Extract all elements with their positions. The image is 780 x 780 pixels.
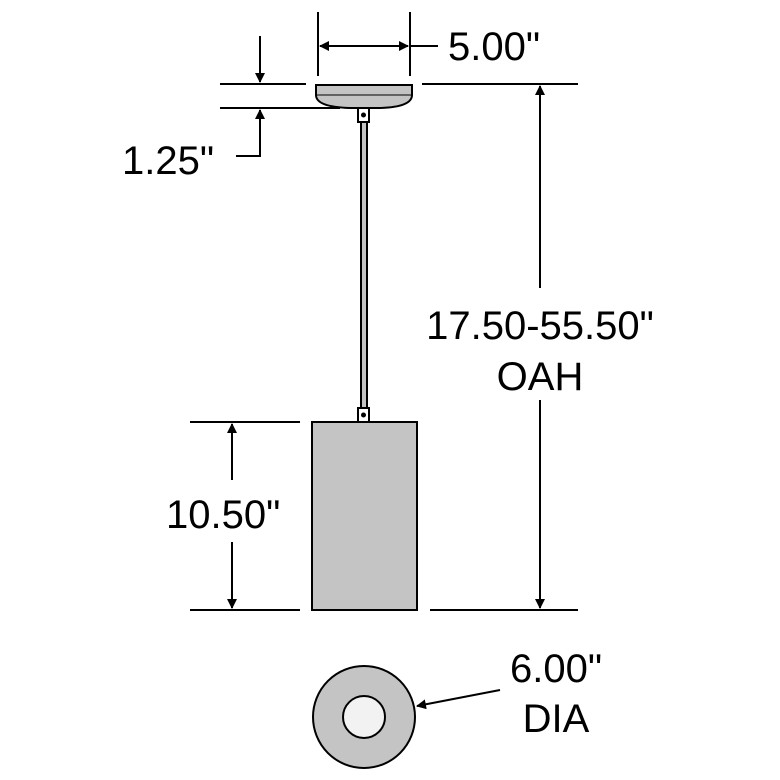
canopy-height-dimension: 1.25" bbox=[122, 36, 340, 183]
diameter-leader-arrow bbox=[416, 689, 501, 710]
shade-height-label: 10.50" bbox=[166, 493, 280, 537]
overall-height-unit-label: OAH bbox=[497, 355, 584, 399]
shade-height-dimension: 10.50" bbox=[166, 421, 300, 611]
canopy bbox=[315, 84, 413, 109]
shade-lens-opening bbox=[342, 695, 386, 739]
canopy-height-label: 1.25" bbox=[122, 139, 214, 183]
overall-height-value-label: 17.50-55.50" bbox=[426, 304, 654, 348]
stem-screw-bottom bbox=[361, 412, 366, 418]
stem bbox=[357, 107, 370, 423]
diameter-dimension: 6.00" DIA bbox=[416, 647, 602, 741]
diameter-value-label: 6.00" bbox=[510, 647, 602, 691]
canopy-width-label: 5.00" bbox=[448, 25, 540, 69]
canopy-width-dimension: 5.00" bbox=[317, 12, 540, 76]
canopy-shape bbox=[315, 84, 413, 109]
overall-height-dimension: 17.50-55.50" OAH bbox=[422, 83, 654, 611]
diameter-unit-label: DIA bbox=[523, 697, 590, 741]
shade-bottom-view bbox=[312, 665, 416, 769]
stem-rod bbox=[360, 121, 368, 411]
stem-screw-top bbox=[361, 112, 366, 118]
shade-side-view bbox=[311, 421, 418, 611]
